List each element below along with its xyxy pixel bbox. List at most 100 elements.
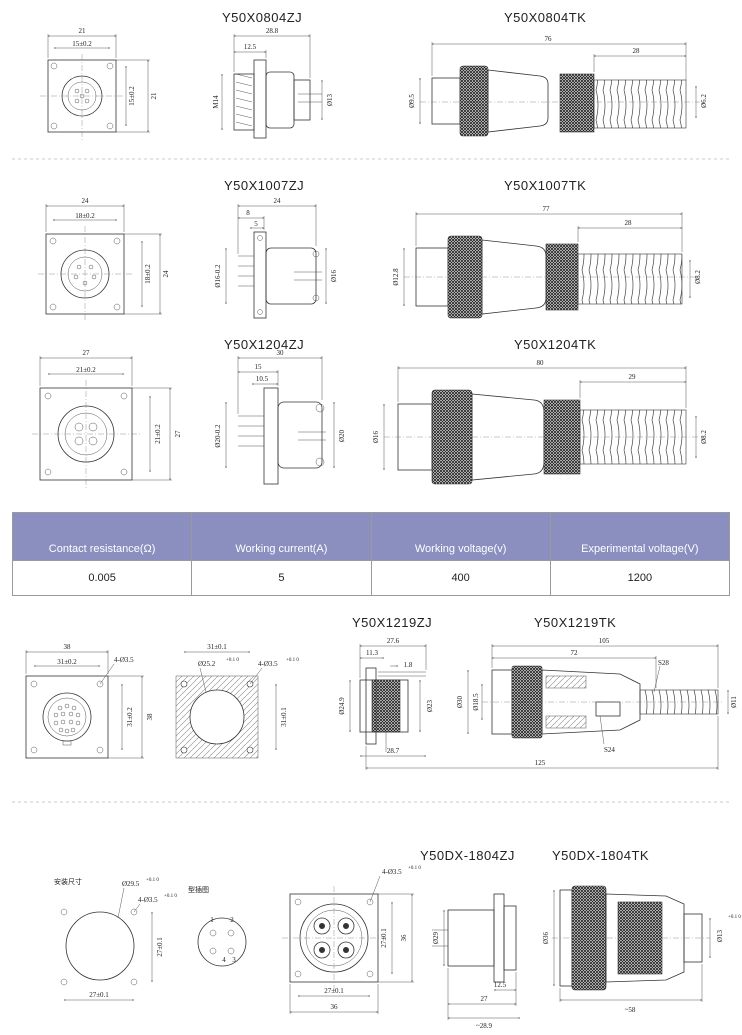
- dim-tk-dia-left: Ø36: [542, 931, 550, 944]
- dim-zj-side-c: ~28.9: [476, 1022, 493, 1030]
- dim-flange-height: 38: [146, 713, 154, 721]
- flange-front-view-1204: 27 21±0.2 21±0.2 27: [32, 349, 182, 488]
- value-contact-resistance: 0.005: [11, 560, 193, 596]
- title-y50x1204tk: Y50X1204TK: [514, 337, 596, 352]
- pin-label-3: 3: [232, 956, 236, 964]
- dim-panel-pitch-width: 31±0.1: [207, 643, 227, 651]
- tk-plug-view-1007: 77 28 Ø12.8 Ø8.2: [392, 205, 702, 319]
- section-y50x1219: Y50X1219ZJ Y50X1219TK 38 31±0.2 4-Ø3.5 3…: [25, 615, 738, 770]
- dim-flange-width: 24: [82, 197, 90, 205]
- dim-tk-dia-a: Ø30: [456, 695, 464, 708]
- dim-zj-pitch-width: 27±0.1: [324, 987, 344, 995]
- label-s28: S28: [658, 659, 669, 667]
- dim-zj-length: 30: [277, 349, 285, 357]
- dim-tk-dia-right: Ø8.2: [700, 430, 708, 444]
- dim-flange-height: 27: [174, 430, 182, 438]
- dim-zj-dia-right: Ø20: [338, 429, 346, 442]
- dim-tk-dia-right: Ø13: [716, 929, 724, 942]
- dim-tk-dia-b: Ø18.5: [472, 693, 480, 711]
- dim-zj-bottom: 28.7: [387, 747, 400, 755]
- dim-tk-length: 77: [543, 205, 551, 213]
- dim-zj-side-b: 27: [481, 995, 489, 1003]
- dim-panel-holes: 4-Ø3.5: [258, 660, 278, 668]
- flange-front-view-1219: 38 31±0.2 4-Ø3.5 31±0.2 38: [25, 643, 154, 759]
- value-working-current: 5: [191, 560, 372, 596]
- dim-pitch-height: 31±0.2: [126, 707, 134, 727]
- title-y50x0804tk: Y50X0804TK: [504, 10, 586, 25]
- dim-zj-dia-right: Ø23: [426, 699, 434, 712]
- header-working-voltage: Working voltage(v): [370, 512, 551, 561]
- dim-flange-height: 24: [162, 270, 170, 278]
- dim-zj-b: 10.5: [256, 375, 269, 383]
- dim-tk-dia-right-tol: +0.1 0: [728, 915, 741, 920]
- dim-install-bore: Ø29.5: [122, 880, 140, 888]
- label-pinout: 型插图: [188, 885, 209, 894]
- zj-side-view-0804: 28.8 12.5 M14 Ø13: [212, 27, 334, 139]
- install-cutout-view: 安装尺寸 Ø29.5 +0.1 0 4-Ø3.5 +0.1 0 27±0.1 2…: [54, 877, 177, 1001]
- dim-pitch-width: 21±0.2: [76, 366, 96, 374]
- electrical-spec-table: Contact resistance(Ω) Working current(A)…: [11, 512, 731, 596]
- title-y50x1204zj: Y50X1204ZJ: [224, 337, 304, 352]
- label-install-dimensions: 安装尺寸: [54, 877, 82, 886]
- pin-label-4: 4: [222, 956, 226, 964]
- dim-pitch-width: 15±0.2: [72, 40, 92, 48]
- title-y50x1007zj: Y50X1007ZJ: [224, 178, 304, 193]
- dim-tk-tail: 28: [625, 219, 633, 227]
- pinout-view: 型插图 1 2 4 3: [188, 885, 247, 967]
- dim-zj-side-dia: Ø29: [432, 931, 440, 944]
- dim-zj-a: 15: [255, 363, 263, 371]
- title-y50x1219tk: Y50X1219TK: [534, 615, 616, 630]
- tk-plug-view-1204: 80 29 Ø16 Ø8.2: [372, 359, 708, 485]
- dim-zj-diameter: Ø13: [326, 93, 334, 106]
- tk-plug-view-0804: 76 28 Ø9.5 Ø6.2: [408, 35, 708, 137]
- title-y50x0804zj: Y50X0804ZJ: [222, 10, 302, 25]
- dim-flange-height: 21: [150, 92, 158, 100]
- dim-install-bore-tol: +0.1 0: [146, 878, 159, 883]
- dim-install-pitch-width: 27±0.1: [89, 991, 109, 999]
- flange-front-view-0804: 21 15±0.2 15±0.2 21: [40, 27, 158, 140]
- value-experimental-voltage: 1200: [549, 560, 731, 596]
- section-y50x0804: Y50X0804ZJ Y50X0804TK 21 15±0.2 15±0.2 2…: [40, 10, 708, 140]
- dim-flange-width: 21: [79, 27, 87, 35]
- dim-install-holes: 4-Ø3.5: [138, 896, 158, 904]
- section-y50x1204: Y50X1204ZJ Y50X1204TK 27 21±0.2 21±0.2 2…: [32, 337, 708, 488]
- dim-zj-a: 11.3: [366, 649, 378, 657]
- dim-tk-length: 80: [537, 359, 545, 367]
- title-y50dx-1804tk: Y50DX-1804TK: [552, 848, 649, 863]
- title-y50x1007tk: Y50X1007TK: [504, 178, 586, 193]
- dim-overall-length: 125: [535, 759, 546, 767]
- dim-panel-holes-tol: +0.1 0: [286, 658, 299, 663]
- dim-zj-length: 28.8: [266, 27, 279, 35]
- zj-front-view-1804: 4-Ø3.5 +0.1 0 27±0.1 36 27±0.1 36: [282, 866, 421, 1014]
- dim-tk-dia-right: Ø8.2: [694, 270, 702, 284]
- dim-tk-length: 105: [599, 637, 610, 645]
- dim-zj-length: 24: [274, 197, 282, 205]
- panel-cutout-view-1219: 31±0.1 Ø25.2 +0.1 0 4-Ø3.5 +0.1 0 31±0.1: [175, 643, 299, 759]
- dim-tk-dia-left: Ø9.5: [408, 94, 416, 108]
- title-y50dx-1804zj: Y50DX-1804ZJ: [420, 848, 515, 863]
- title-y50x1219zj: Y50X1219ZJ: [352, 615, 432, 630]
- dim-tk-length: 76: [545, 35, 553, 43]
- spec-value-row: 0.005 5 400 1200: [11, 560, 731, 596]
- dim-flange-width: 38: [64, 643, 72, 651]
- dim-tk-dia-right: Ø6.2: [700, 94, 708, 108]
- tk-assembly-view-1219: 105 72 S28 S24 Ø30 Ø18.5 Ø11 125: [365, 637, 738, 770]
- dim-tk-dia-right: Ø11: [730, 696, 738, 708]
- dim-panel-pitch-height: 31±0.1: [280, 707, 288, 727]
- dim-zj-width: 36: [331, 1003, 339, 1011]
- dim-install-holes-tol: +0.1 0: [164, 894, 177, 899]
- dim-tk-mid: 72: [571, 649, 579, 657]
- dim-tk-tail: 28: [633, 47, 641, 55]
- label-s24: S24: [604, 746, 615, 754]
- dim-tk-dia-left: Ø16: [372, 430, 380, 443]
- dim-zj-side-a: 12.5: [494, 981, 507, 989]
- dim-zj-dia-right: Ø16: [330, 269, 338, 282]
- dim-zj-dia-left: Ø16-0.2: [214, 264, 222, 288]
- value-working-voltage: 400: [370, 560, 551, 596]
- section-y50dx-1804: Y50DX-1804ZJ Y50DX-1804TK 安装尺寸 Ø29.5 +0.…: [54, 848, 741, 1030]
- dim-zj-holes-tol: +0.1 0: [408, 866, 421, 871]
- pin-label-2: 2: [230, 916, 234, 924]
- spec-header-row: Contact resistance(Ω) Working current(A)…: [11, 512, 731, 561]
- dim-zj-b: 1.8: [404, 661, 413, 669]
